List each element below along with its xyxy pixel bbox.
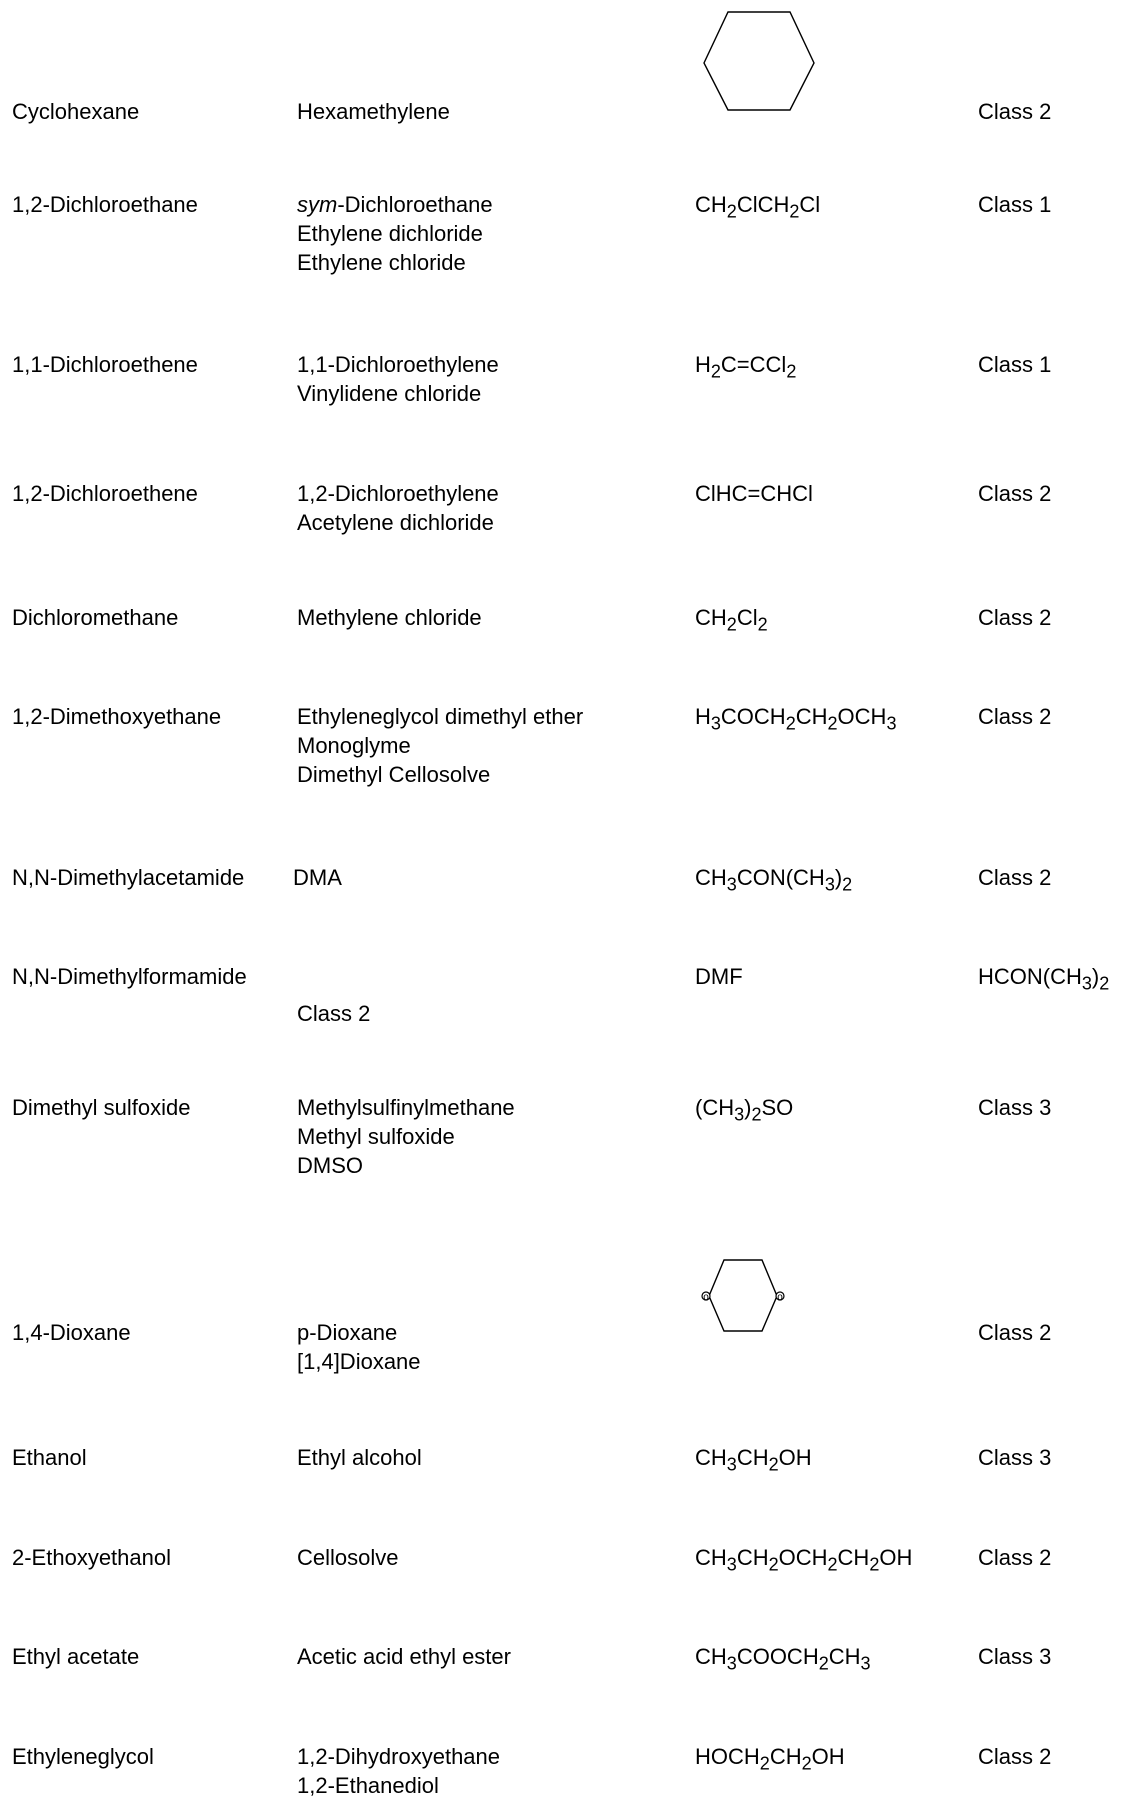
solvent-class: Class 2 (978, 1744, 1052, 1769)
formula: CH3CH2OH (695, 1445, 812, 1475)
solvent-class: Class 2 (978, 481, 1052, 506)
solvent-class: Class 2 (978, 1320, 1052, 1345)
synonym: 1,2-Dihydroxyethane (297, 1744, 501, 1769)
synonym: Acetylene dichloride (297, 510, 494, 535)
synonym: Cellosolve (297, 1545, 399, 1570)
solvent-class: Class 2 (978, 1545, 1052, 1570)
formula: CH2Cl2 (695, 605, 768, 635)
solvent-name: 1,2-Dichloroethene (12, 481, 198, 506)
synonym: p-Dioxane (297, 1320, 398, 1345)
solvent-name: Ethanol (12, 1445, 87, 1470)
synonym: 1,2-Dichloroethylene (297, 481, 499, 506)
solvent-name: Dichloromethane (12, 605, 179, 630)
formula: CH3CON(CH3)2 (695, 865, 853, 895)
solvent-name: Cyclohexane (12, 99, 140, 124)
solvent-class: Class 3 (978, 1445, 1052, 1470)
solvent-name: 1,4-Dioxane (12, 1320, 131, 1345)
solvent-name: Ethyl acetate (12, 1644, 140, 1669)
formula: HCON(CH3)2 (978, 964, 1110, 994)
solvent-class: Class 2 (978, 704, 1052, 729)
synonym-list: p-Dioxane [1,4]Dioxane (297, 1318, 421, 1376)
solvent-class: Class 3 (978, 1644, 1052, 1669)
solvent-name: 2-Ethoxyethanol (12, 1545, 171, 1570)
solvent-class: Class 2 (978, 99, 1052, 124)
synonym-list: Ethyleneglycol dimethyl ether Monoglyme … (297, 702, 583, 789)
solvent-class: Class 1 (978, 192, 1052, 217)
synonym: 1,1-Dichloroethylene (297, 352, 499, 377)
synonym: DMA (293, 865, 342, 890)
formula: CH3COOCH2CH3 (695, 1644, 871, 1674)
solvent-class: Class 2 (978, 605, 1052, 630)
synonym: Methylene chloride (297, 605, 482, 630)
synonym: Ethylene dichloride (297, 221, 483, 246)
synonym-list: 1,1-Dichloroethylene Vinylidene chloride (297, 350, 499, 408)
synonym: Ethylene chloride (297, 250, 466, 275)
synonym: DMF (695, 964, 743, 989)
solvent-name: Ethyleneglycol (12, 1744, 154, 1769)
synonym: sym-Dichloroethane (297, 192, 493, 217)
synonym: Vinylidene chloride (297, 381, 482, 406)
solvent-name: N,N-Dimethylacetamide (12, 865, 245, 890)
solvent-class: Class 2 (978, 865, 1052, 890)
synonym-list: 1,2-Dihydroxyethane 1,2-Ethanediol (297, 1742, 500, 1800)
synonym: DMSO (297, 1153, 363, 1178)
ring-oxygen-label: o (703, 1292, 709, 1303)
synonym-list: sym-Dichloroethane Ethylene dichloride E… (297, 190, 493, 277)
synonym: Dimethyl Cellosolve (297, 762, 491, 787)
solvent-name: 1,1-Dichloroethene (12, 352, 198, 377)
synonym: Ethyleneglycol dimethyl ether (297, 704, 584, 729)
formula: CH2ClCH2Cl (695, 192, 821, 222)
synonym: Methylsulfinylmethane (297, 1095, 515, 1120)
synonym-list: Methylsulfinylmethane Methyl sulfoxide D… (297, 1093, 515, 1180)
solvent-name: 1,2-Dichloroethane (12, 192, 198, 217)
formula: HOCH2CH2OH (695, 1744, 845, 1774)
formula: CH3CH2OCH2CH2OH (695, 1545, 913, 1575)
synonym: Hexamethylene (297, 99, 450, 124)
synonym-list: 1,2-Dichloroethylene Acetylene dichlorid… (297, 479, 499, 537)
synonym: Methyl sulfoxide (297, 1124, 455, 1149)
formula: H2C=CCl2 (695, 352, 797, 382)
cyclohexane-structure-icon (703, 11, 815, 111)
synonym: 1,2-Ethanediol (297, 1773, 439, 1798)
ring-oxygen-label: o (777, 1292, 783, 1303)
solvent-class: Class 3 (978, 1095, 1052, 1120)
formula: (CH3)2SO (695, 1095, 794, 1125)
formula: H3COCH2CH2OCH3 (695, 704, 897, 734)
synonym: [1,4]Dioxane (297, 1349, 421, 1374)
synonym: Monoglyme (297, 733, 411, 758)
solvent-name: 1,2-Dimethoxyethane (12, 704, 222, 729)
solvent-name: Dimethyl sulfoxide (12, 1095, 191, 1120)
formula: ClHC=CHCl (695, 481, 813, 506)
synonym: Acetic acid ethyl ester (297, 1644, 511, 1669)
solvent-class: Class 2 (297, 1001, 371, 1026)
synonym: Ethyl alcohol (297, 1445, 422, 1470)
solvent-class: Class 1 (978, 352, 1052, 377)
solvent-name: N,N-Dimethylformamide (12, 964, 247, 989)
